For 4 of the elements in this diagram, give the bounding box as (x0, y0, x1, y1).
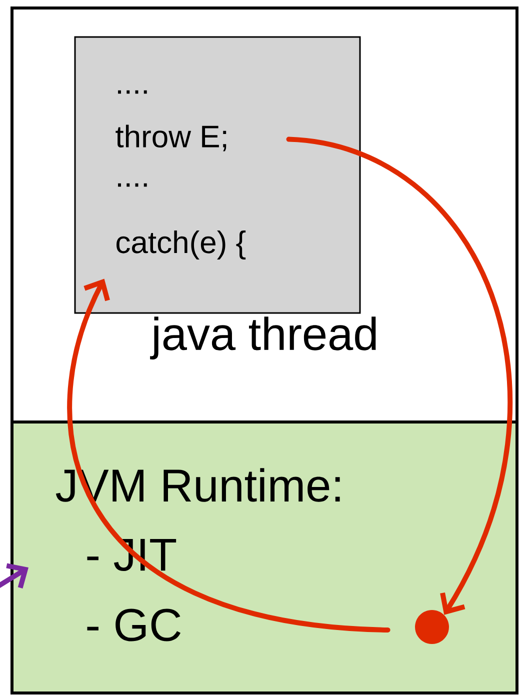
arrow (67, 278, 390, 632)
arrow (286, 136, 512, 615)
code-box: .... throw E; .... catch(e) { (74, 36, 361, 314)
dot (415, 610, 449, 644)
